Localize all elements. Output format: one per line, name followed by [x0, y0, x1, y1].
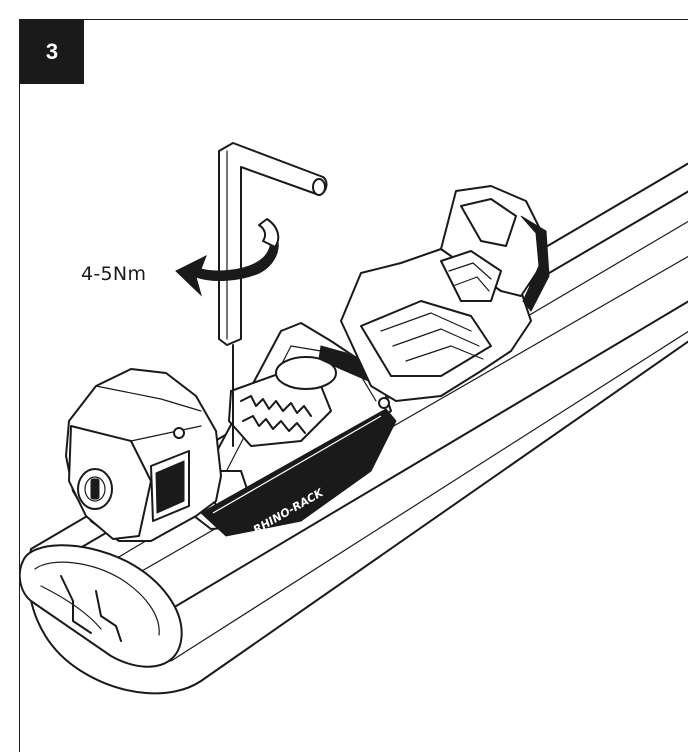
torque-spec-label: 4-5Nm	[81, 263, 147, 285]
hex-key-icon	[218, 142, 328, 447]
clockwise-arrow-icon	[175, 218, 280, 297]
step-number-badge: 3	[20, 20, 84, 84]
instruction-panel: 3 4-5Nm	[19, 19, 688, 752]
carrier-clamp: RHINO-RACK	[65, 322, 397, 542]
clamp-arm	[340, 185, 550, 402]
assembly-illustration: RHINO-RACK	[20, 142, 688, 695]
